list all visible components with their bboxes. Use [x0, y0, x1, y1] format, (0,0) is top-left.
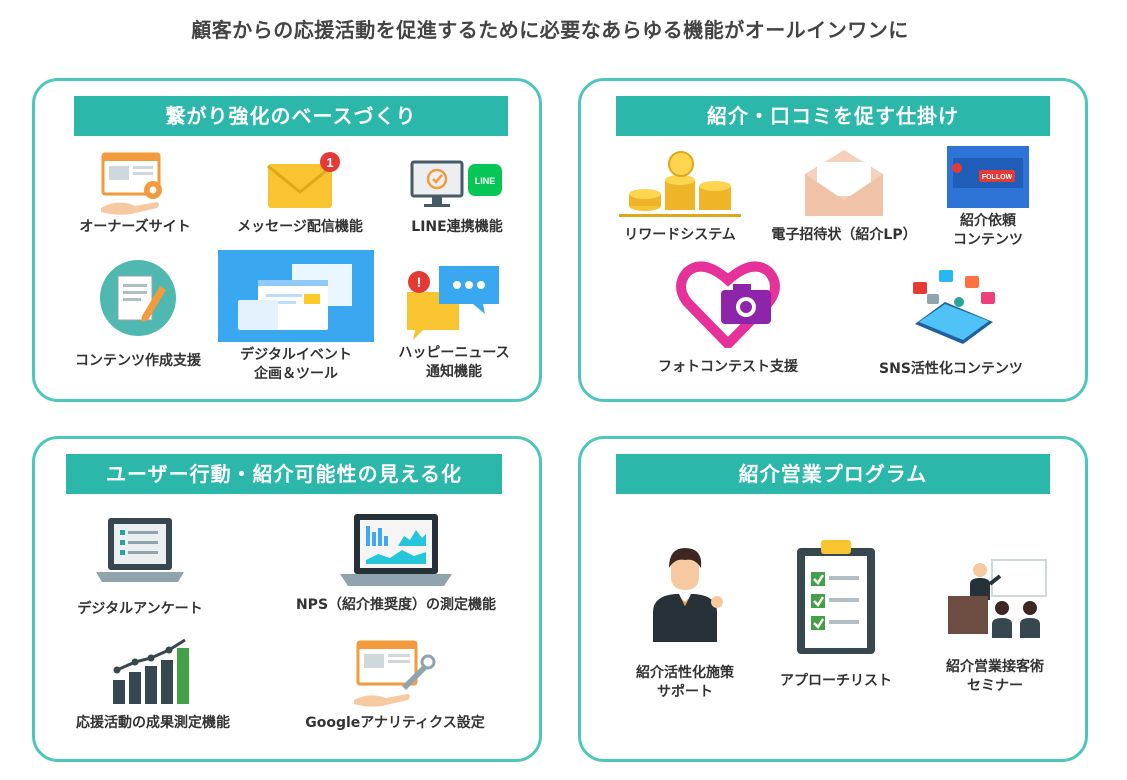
seminar-icon: [948, 559, 1047, 638]
bar-chart-icon: [113, 638, 189, 704]
feature-nps: NPS（紹介推奨度）の測定機能: [276, 510, 516, 615]
feature-label: オーナーズサイト: [79, 219, 191, 235]
chat-bubble-icon: !: [407, 266, 499, 340]
checklist-icon: [797, 540, 875, 654]
owners-site-icon: [101, 152, 162, 215]
feature-label: LINE連携機能: [411, 219, 503, 235]
feature-sales-seminar: 紹介営業接客術 セミナー: [920, 556, 1070, 696]
feature-label-line1: 紹介活性化施策: [636, 665, 734, 681]
feature-label-line1: 紹介営業接客術: [946, 659, 1044, 675]
feature-label: 紹介営業接客術 セミナー: [920, 658, 1070, 696]
feature-label: メッセージ配信機能: [237, 219, 363, 235]
feature-label: SNS活性化コンテンツ: [879, 361, 1023, 377]
camera-heart-icon: [676, 261, 780, 348]
digital-event-icon: [218, 250, 374, 342]
feature-google-analytics: Googleアナリティクス設定: [290, 636, 500, 733]
feature-label-line1: 紹介依頼: [960, 213, 1016, 229]
feature-owners-site: オーナーズサイト: [60, 150, 210, 237]
section-visibility-title: ユーザー行動・紹介可能性の見える化: [66, 454, 502, 494]
feature-label: Googleアナリティクス設定: [305, 715, 485, 731]
feature-label-line1: ハッピーニュース: [398, 345, 510, 361]
feature-label: 紹介活性化施策 サポート: [610, 664, 760, 702]
feature-content-support: コンテンツ作成支援: [58, 258, 218, 371]
follow-icon: FOLLOW: [947, 146, 1029, 208]
feature-label-line2: サポート: [657, 684, 713, 700]
feature-label-line2: 通知機能: [426, 364, 482, 380]
section-sales-title: 紹介営業プログラム: [616, 454, 1050, 494]
follow-button-text: FOLLOW: [982, 174, 1013, 181]
feature-label: フォトコンテスト支援: [658, 359, 798, 375]
coins-icon: [619, 151, 741, 217]
feature-label: リワードシステム: [624, 227, 736, 243]
feature-photo-contest: フォトコンテスト支援: [640, 256, 816, 377]
mail-icon: 1: [267, 152, 340, 208]
feature-label: 応援活動の成果測定機能: [76, 715, 230, 731]
feature-digital-survey: デジタルアンケート: [60, 514, 220, 619]
feature-label-line2: セミナー: [967, 678, 1023, 694]
feature-label: 電子招待状（紹介LP）: [771, 227, 917, 243]
feature-label-line2: 企画＆ツール: [254, 366, 338, 382]
businessman-icon: [653, 548, 723, 642]
feature-label-line1: デジタルイベント: [240, 347, 352, 363]
feature-label: 紹介依頼 コンテンツ: [940, 212, 1036, 250]
feature-label: ハッピーニュース 通知機能: [384, 344, 524, 382]
svg-text:!: !: [417, 274, 422, 290]
feature-happy-news: ! ハッピーニュース 通知機能: [384, 256, 524, 382]
mail-badge: 1: [326, 155, 333, 170]
page-headline: 顧客からの応援活動を促進するために必要なあらゆる機能がオールインワンに: [191, 18, 909, 42]
feature-reward: リワードシステム: [600, 150, 760, 245]
envelope-icon: [805, 150, 883, 216]
feature-message-delivery: 1 メッセージ配信機能: [220, 150, 380, 237]
line-logo-text: LINE: [475, 176, 496, 186]
sns-phone-icon: [913, 270, 995, 344]
section-referral-title: 紹介・口コミを促す仕掛け: [616, 96, 1050, 136]
feature-label: デジタルアンケート: [77, 601, 203, 617]
feature-label: デジタルイベント 企画＆ツール: [218, 346, 374, 384]
analytics-laptop-icon: [340, 514, 452, 586]
feature-line: LINE LINE連携機能: [392, 150, 522, 237]
feature-performance-measure: 応援活動の成果測定機能: [58, 636, 248, 733]
line-icon: LINE: [410, 160, 502, 207]
feature-label: アプローチリスト: [780, 673, 892, 689]
feature-label-line2: コンテンツ: [953, 232, 1023, 248]
survey-laptop-icon: [96, 518, 184, 582]
feature-referral-content: FOLLOW 紹介依頼 コンテンツ: [940, 146, 1036, 250]
feature-e-invitation: 電子招待状（紹介LP）: [762, 146, 926, 245]
section-base-title: 繋がり強化のベースづくり: [74, 96, 508, 136]
feature-referral-support: 紹介活性化施策 サポート: [610, 546, 760, 702]
feature-approach-list: アプローチリスト: [772, 538, 900, 691]
feature-label: NPS（紹介推奨度）の測定機能: [295, 597, 497, 613]
feature-sns: SNS活性化コンテンツ: [858, 262, 1044, 379]
document-pencil-icon: [100, 260, 176, 336]
feature-digital-event: デジタルイベント 企画＆ツール: [218, 250, 374, 384]
feature-label: コンテンツ作成支援: [75, 353, 201, 369]
wrench-browser-icon: [354, 640, 436, 707]
